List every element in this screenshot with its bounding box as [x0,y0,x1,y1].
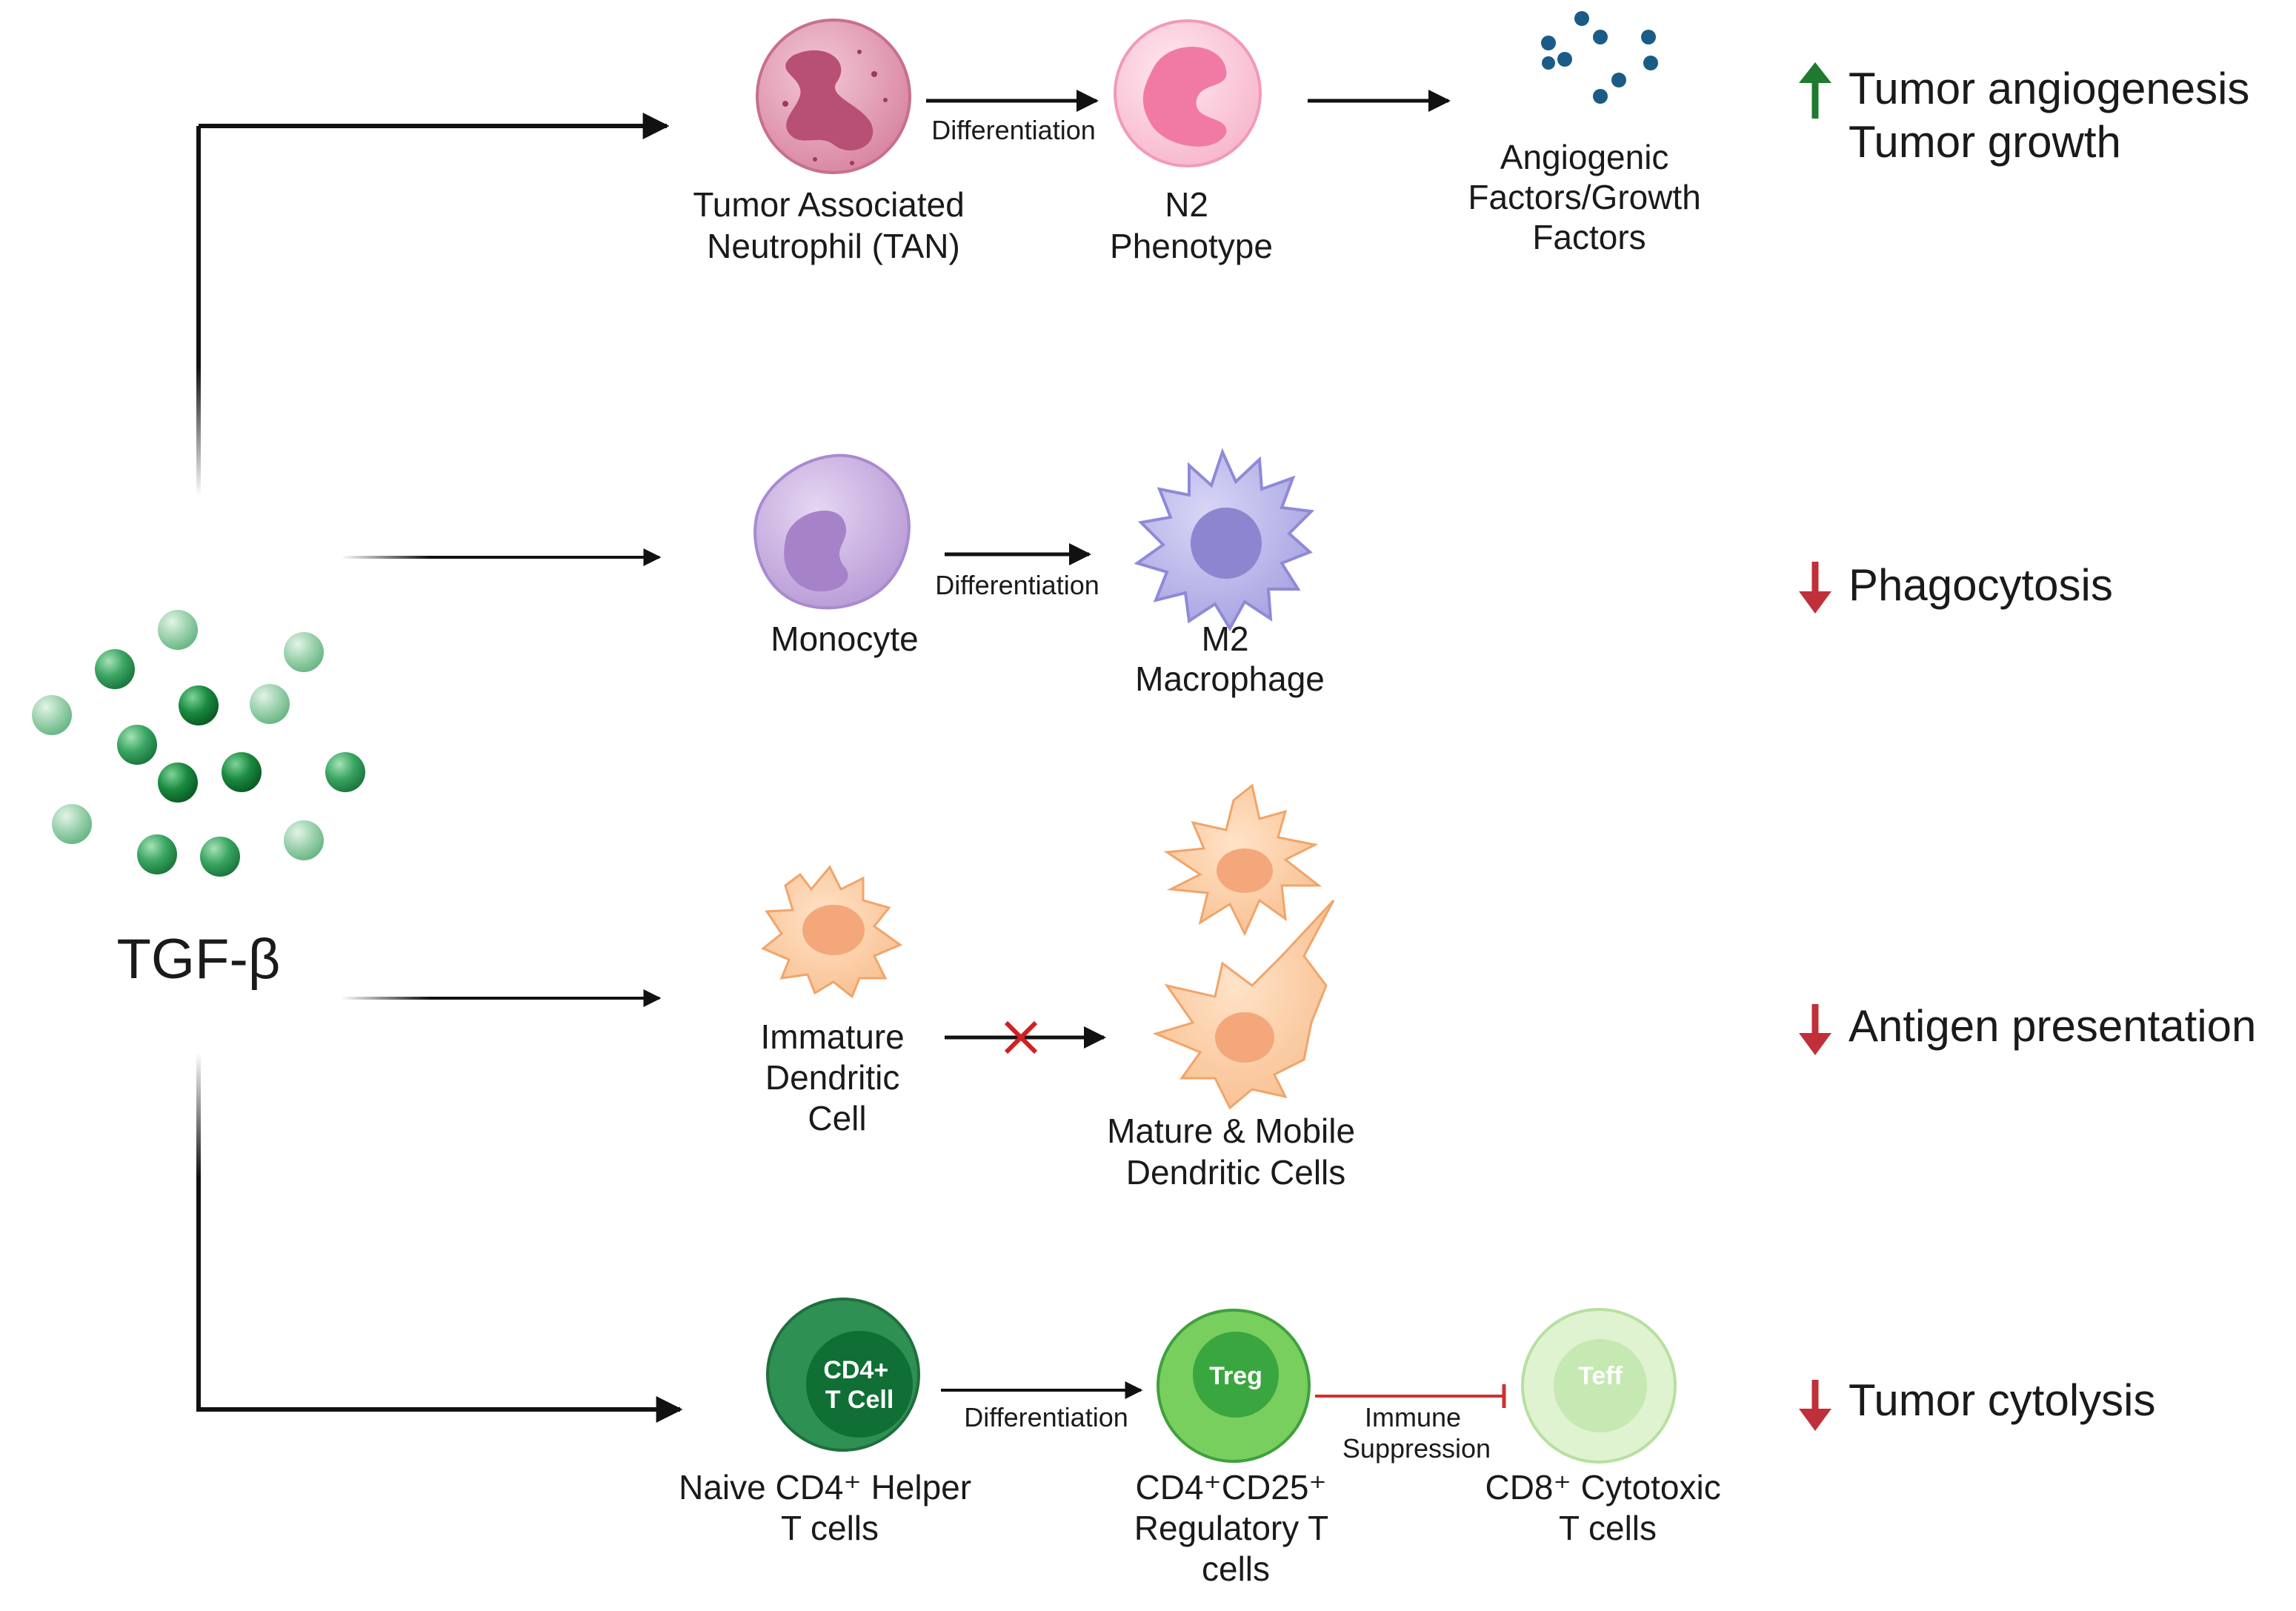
n2-phenotype-label: N2 Phenotype [1110,185,1273,265]
treg-cell-icon [1157,1309,1311,1463]
neutrophil-cell-icon [756,19,911,174]
down-arrow-icon-2 [1799,562,1831,614]
tgf-beta-molecules [32,610,365,877]
down-arrow-icon-3 [1799,1004,1831,1055]
blocked-x-icon [1004,1020,1038,1054]
growth-factors-label: Angiogenic Factors/Growth Factors [1468,138,1710,256]
teff-inner-label: Teff [1578,1362,1623,1390]
monocyte-label: Monocyte [771,620,918,658]
outcome-cytolysis-label: Tumor cytolysis [1849,1375,2156,1425]
n2-cell-icon [1114,19,1262,167]
macrophage-cell-icon [1134,448,1315,631]
teff-cell-icon [1521,1308,1677,1464]
monocyte-cell-icon [753,454,911,610]
treg-inner-label: Treg [1209,1362,1262,1390]
outcome-angiogenesis-label: Tumor angiogenesis Tumor growth [1849,64,2262,167]
outcome-phagocytosis-label: Phagocytosis [1849,560,2113,610]
differentiation-label-4: Differentiation [964,1402,1128,1432]
down-arrow-icon-4 [1799,1380,1831,1431]
cd8-label: CD8⁺ Cytotoxic T cells [1485,1468,1730,1547]
immature-dendritic-cell-icon [761,865,903,999]
differentiation-label-2: Differentiation [935,570,1099,600]
cd4-t-cell-icon [766,1298,920,1452]
branch-arrows [196,113,683,1423]
immature-dc-label: Immature Dendritic Cell [760,1017,914,1137]
differentiation-label-1: Differentiation [931,115,1095,145]
naive-cd4-label: Naive CD4⁺ Helper T cells [679,1468,981,1547]
mature-dendritic-cells-icon [1152,783,1335,1110]
outcome-antigen-label: Antigen presentation [1849,1001,2256,1051]
tgf-beta-label: TGF-β [117,928,281,991]
m2-macrophage-label: M2 Macrophage [1135,620,1325,698]
neutrophil-label: Tumor Associated Neutrophil (TAN) [693,185,974,265]
cd4-inner-label: CD4+ T Cell [823,1356,895,1414]
mature-dc-label: Mature & Mobile Dendritic Cells [1107,1112,1365,1192]
growth-factors-icon [1541,11,1658,104]
immune-suppression-label: Immune Suppression [1342,1402,1491,1464]
treg-label: CD4⁺CD25⁺ Regulatory T cells [1134,1468,1337,1588]
up-arrow-icon [1799,62,1831,119]
inhibition-line [1315,1384,1506,1408]
